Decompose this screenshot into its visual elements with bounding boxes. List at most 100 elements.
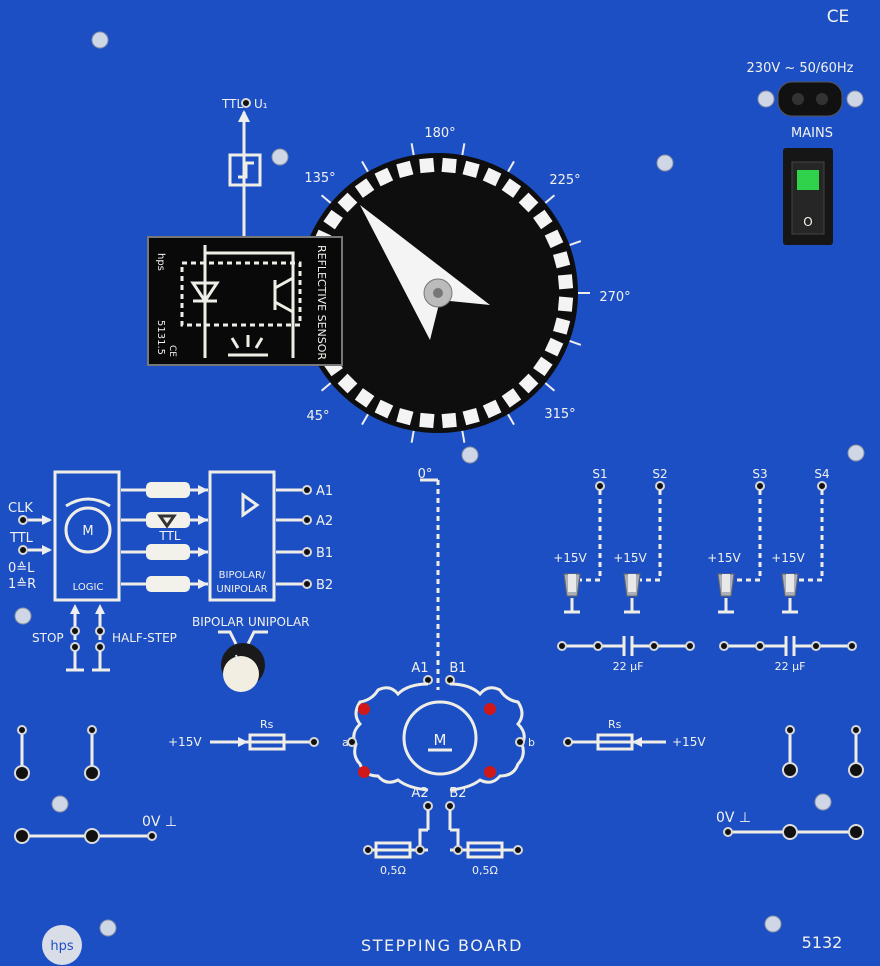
dial-pointer[interactable]: [360, 205, 490, 340]
toggle-lever[interactable]: [628, 574, 636, 592]
clk-input-socket[interactable]: [18, 515, 28, 525]
left-supply-label: +15V: [168, 735, 202, 749]
encoder-mark: [337, 192, 358, 213]
toggle-lever[interactable]: [722, 574, 730, 592]
socket[interactable]: [87, 725, 97, 735]
half-step-socket[interactable]: [95, 626, 105, 636]
led-b2: [484, 766, 496, 778]
ground-jack[interactable]: [14, 765, 30, 781]
switch-output-socket[interactable]: [755, 481, 765, 491]
shunt-socket[interactable]: [415, 845, 425, 855]
hps-logo: hps: [42, 925, 82, 965]
shunt-socket[interactable]: [453, 845, 463, 855]
capacitor-socket[interactable]: [811, 641, 821, 651]
dial-tick: [507, 160, 515, 173]
output-label: A2: [316, 514, 333, 529]
switch-output-socket[interactable]: [655, 481, 665, 491]
capacitor-socket[interactable]: [649, 641, 659, 651]
ground-jack[interactable]: [14, 828, 30, 844]
sensor-output-socket[interactable]: [241, 98, 251, 108]
driver-output-socket[interactable]: [302, 579, 312, 589]
encoder-mark: [557, 274, 574, 290]
capacitor-socket[interactable]: [685, 641, 695, 651]
supply-label: +15V: [771, 551, 805, 565]
encoder-mark: [533, 356, 553, 377]
driver-output-socket[interactable]: [302, 515, 312, 525]
socket[interactable]: [851, 725, 861, 735]
left-resistor-socket[interactable]: [309, 737, 319, 747]
dial-tick: [361, 413, 369, 426]
terminal-a1-label: A1: [411, 661, 428, 676]
mode-selector-knob[interactable]: [221, 643, 265, 692]
optocoupler-bridge[interactable]: [146, 482, 190, 498]
ground-jack[interactable]: [84, 765, 100, 781]
motor-b2-socket[interactable]: [445, 801, 455, 811]
mains-label: MAINS: [791, 126, 833, 141]
motor-symbol: M: [434, 731, 447, 749]
ground-socket[interactable]: [70, 642, 80, 652]
driver-label: BIPOLAR/: [219, 570, 266, 581]
optocoupler-bridge[interactable]: [146, 544, 190, 560]
socket[interactable]: [785, 725, 795, 735]
switch-output-socket[interactable]: [817, 481, 827, 491]
sensor-brand: hps: [155, 253, 166, 271]
socket[interactable]: [17, 725, 27, 735]
capacitor-socket[interactable]: [719, 641, 729, 651]
shunt-socket[interactable]: [513, 845, 523, 855]
mains-rating: 230V ~ 50/60Hz: [747, 61, 854, 76]
switch-trace: [640, 490, 662, 582]
ground-symbol-icon: [624, 598, 640, 614]
sensor-output-label: U₁: [254, 97, 268, 111]
ground-right: 0V ⊥: [716, 725, 864, 840]
encoder-mark: [518, 373, 539, 394]
encoder-mark: [544, 337, 564, 357]
stop-socket[interactable]: [70, 626, 80, 636]
driver-output-socket[interactable]: [302, 547, 312, 557]
toggle-lever[interactable]: [786, 574, 794, 592]
encoder-mark: [337, 373, 358, 394]
driver-output-socket[interactable]: [302, 485, 312, 495]
dial-tick: [569, 240, 582, 247]
switch-output-socket[interactable]: [595, 481, 605, 491]
toggle-lever[interactable]: [568, 574, 576, 592]
ground-jack[interactable]: [782, 824, 798, 840]
ground-socket[interactable]: [95, 642, 105, 652]
ttl-label: TTL: [9, 531, 34, 546]
ground-jack[interactable]: [848, 824, 864, 840]
angle-dial: 180° 225° 270° 315° 0° 45° 135°: [286, 126, 631, 482]
shunt-resistor-icon: [466, 841, 504, 859]
screw-icon: [51, 795, 69, 813]
mains-socket[interactable]: [757, 81, 864, 117]
optocoupler-bridge[interactable]: [146, 512, 190, 528]
socket[interactable]: [147, 831, 157, 841]
encoder-mark: [544, 229, 564, 249]
panel-model-number: 5132: [802, 933, 843, 952]
angle-label: 180°: [424, 126, 455, 141]
motor-a2-socket[interactable]: [423, 801, 433, 811]
mains-power-switch[interactable]: O: [783, 148, 833, 245]
dial-tick: [410, 143, 415, 156]
ground-jack[interactable]: [84, 828, 100, 844]
right-resistor-socket[interactable]: [563, 737, 573, 747]
optocoupler-bridge[interactable]: [146, 576, 190, 592]
clk-label: CLK: [8, 501, 33, 516]
diode-icon: [190, 281, 220, 304]
reflective-sensor-module[interactable]: REFLECTIVE SENSOR hps 5131.5 CE: [147, 236, 343, 366]
shunt-socket[interactable]: [363, 845, 373, 855]
capacitor-socket[interactable]: [755, 641, 765, 651]
capacitor-socket[interactable]: [847, 641, 857, 651]
sensor-name: REFLECTIVE SENSOR: [315, 245, 328, 360]
socket[interactable]: [723, 827, 733, 837]
switch-label: S3: [752, 467, 767, 481]
output-label: A1: [316, 484, 333, 499]
encoder-mark: [374, 399, 394, 419]
center-tap-a-socket[interactable]: [347, 737, 357, 747]
direction-input-socket[interactable]: [18, 545, 28, 555]
capacitor-socket[interactable]: [593, 641, 603, 651]
ground-jack[interactable]: [848, 762, 864, 778]
capacitor-socket[interactable]: [557, 641, 567, 651]
center-tap-b-socket[interactable]: [515, 737, 525, 747]
arrow-icon: [198, 485, 208, 495]
ground-jack[interactable]: [782, 762, 798, 778]
